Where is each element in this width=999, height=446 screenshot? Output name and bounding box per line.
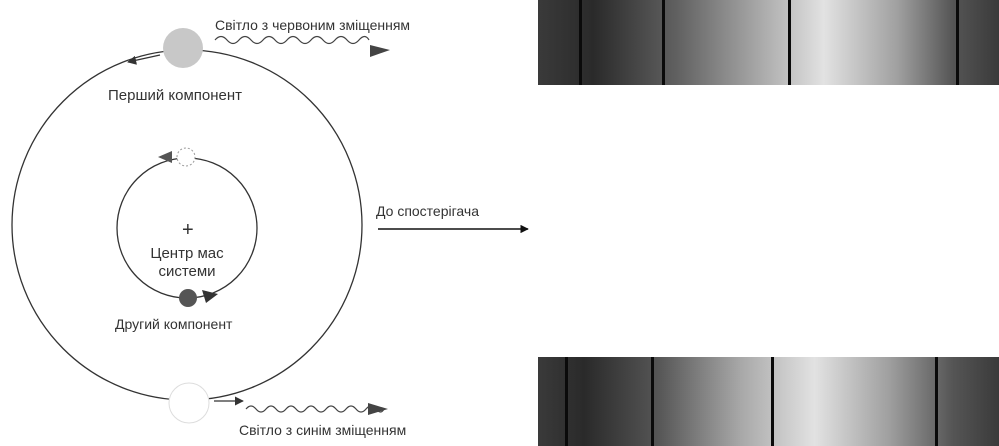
second-component-label: Другий компонент: [115, 316, 233, 332]
secondary-star-icon: [179, 289, 197, 307]
blue-shift-wave-icon: [246, 406, 384, 412]
center-marker: +: [182, 219, 194, 241]
absorption-line: [935, 357, 938, 446]
spectrum-band-top: [538, 0, 999, 85]
absorption-line: [956, 0, 959, 85]
red-shift-arrowhead-icon: [370, 45, 390, 57]
spectrum-band-bottom: [538, 357, 999, 446]
redshifted-spectrum: [538, 0, 999, 85]
blue-shift-label: Світло з синім зміщенням: [239, 422, 406, 438]
absorption-line: [771, 357, 774, 446]
red-shift-wave-icon: [215, 37, 369, 44]
center-of-mass-label-line2: системи: [158, 263, 215, 280]
primary-star-icon: [163, 28, 203, 68]
blue-shift-arrowhead-icon: [368, 403, 388, 415]
blueshifted-spectrum: [538, 357, 999, 446]
red-shift-label: Світло з червоним зміщенням: [215, 17, 410, 33]
to-observer-label: До спостерігача: [376, 203, 479, 219]
secondary-star-ghost-icon: [177, 148, 195, 166]
absorption-line: [662, 0, 665, 85]
absorption-line: [651, 357, 654, 446]
absorption-line: [579, 0, 582, 85]
absorption-line: [565, 357, 568, 446]
primary-star-ghost-icon: [169, 383, 209, 423]
first-component-label: Перший компонент: [108, 87, 242, 104]
absorption-line: [788, 0, 791, 85]
center-of-mass-label-line1: Центр мас: [150, 245, 224, 262]
